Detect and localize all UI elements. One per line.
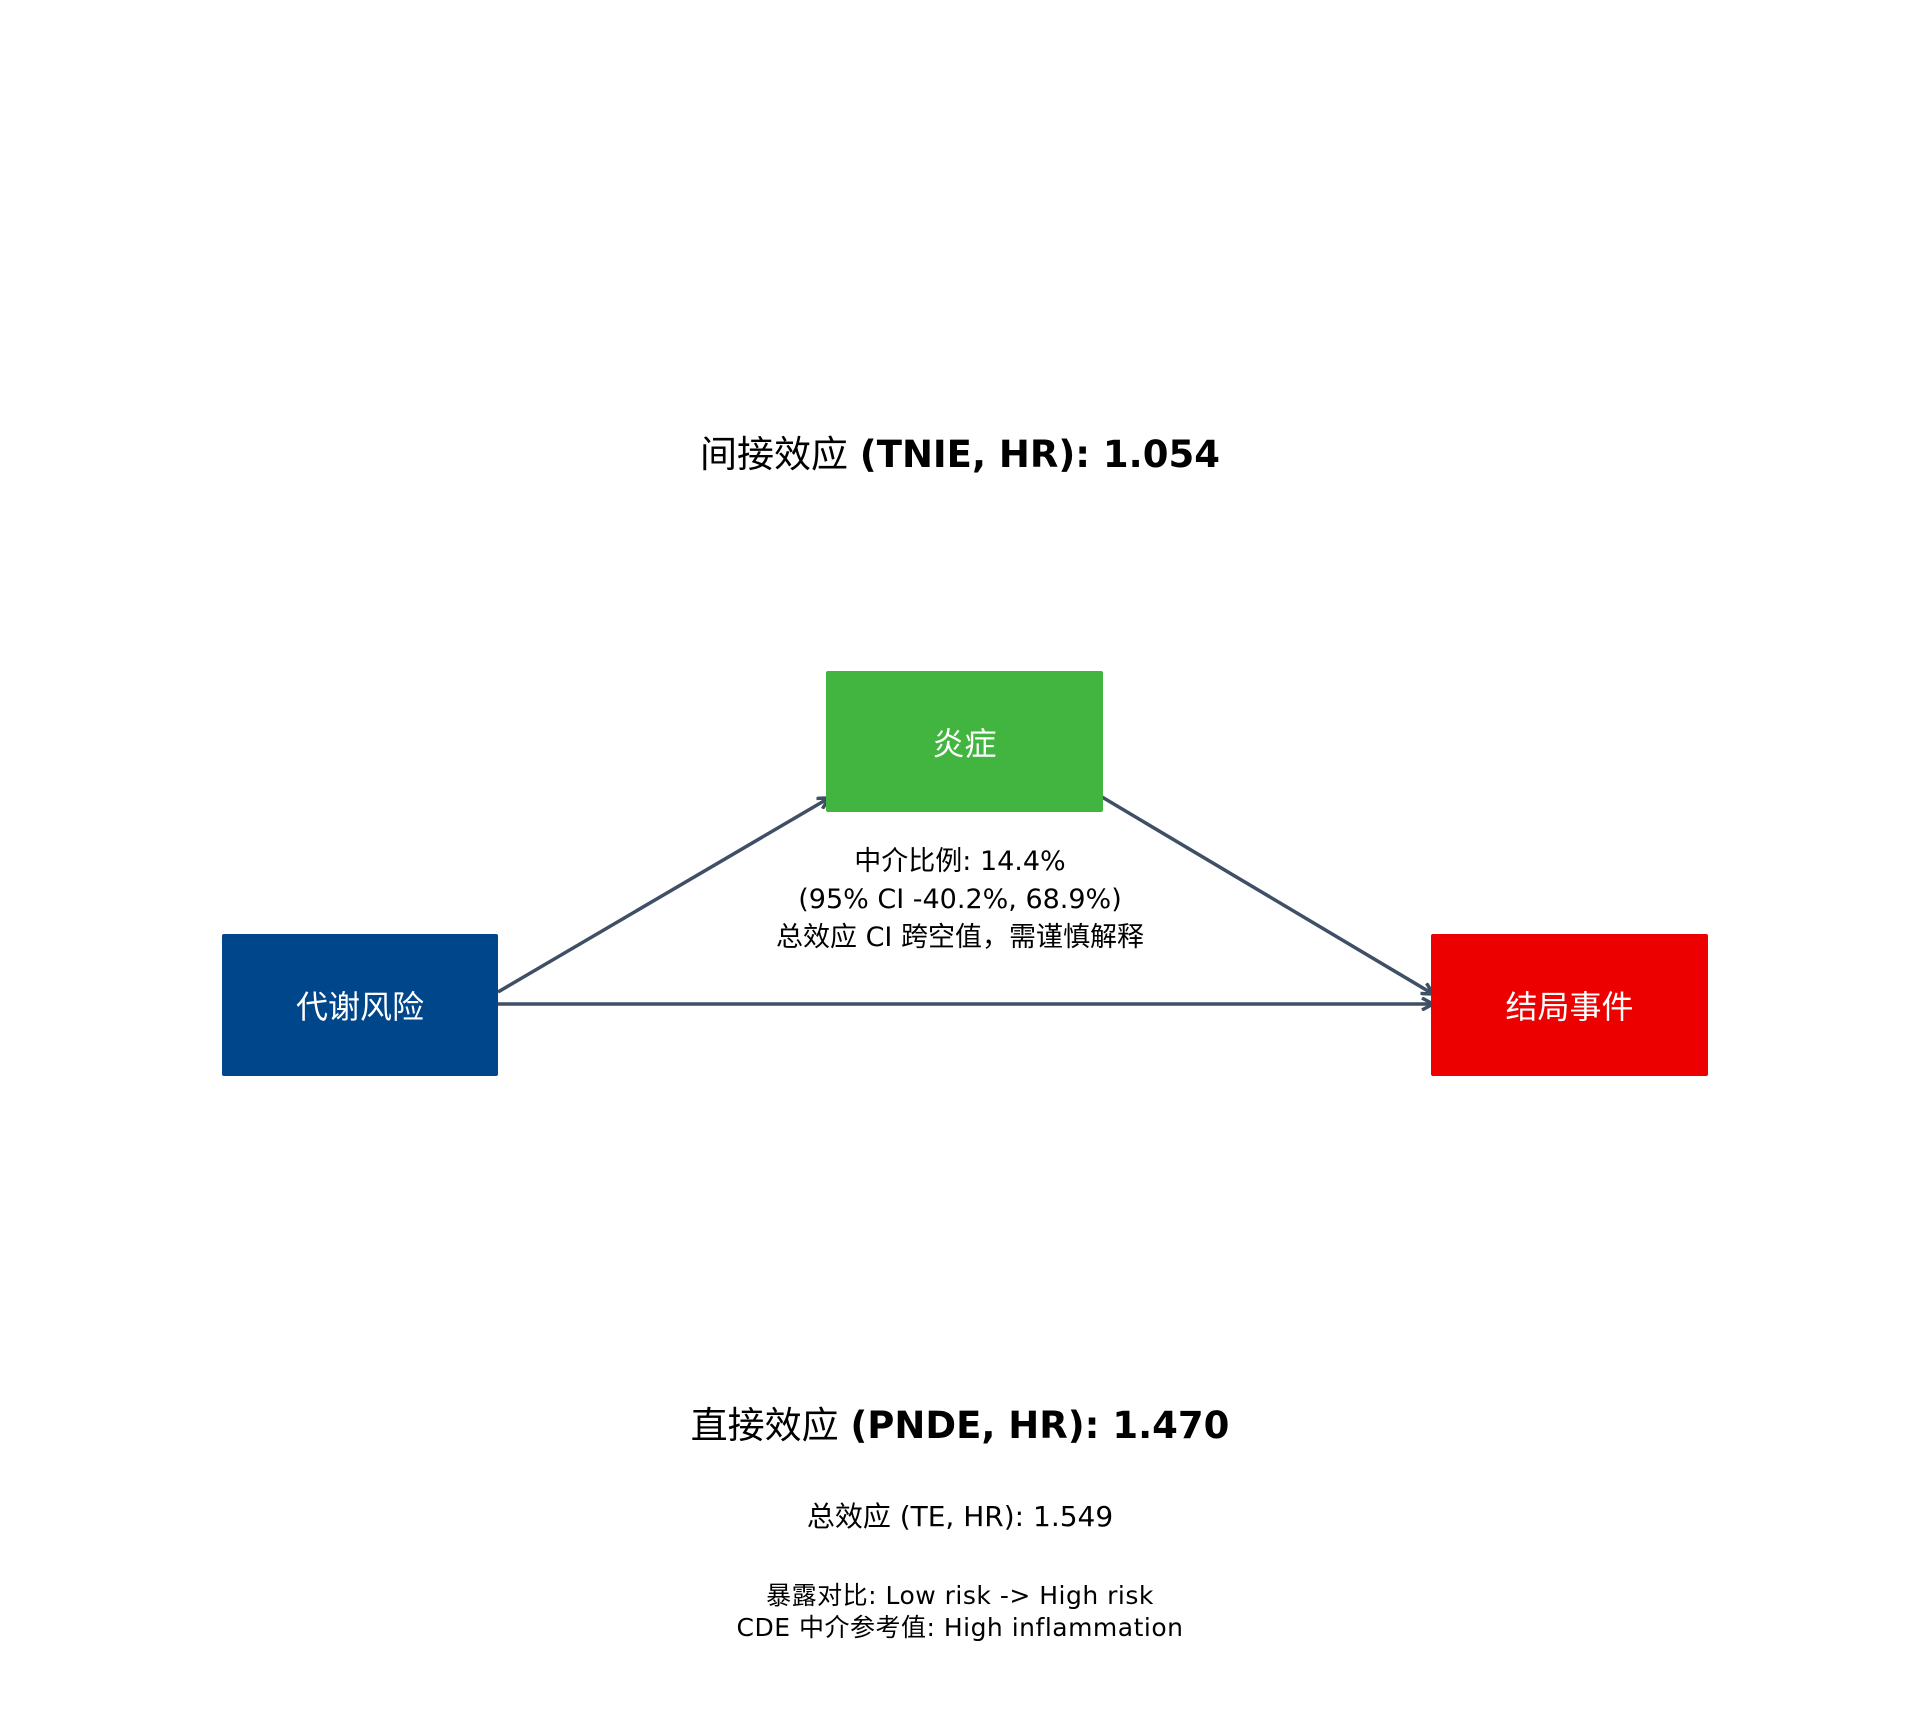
total-effect: 总效应 (TE, HR): 1.549 (806, 1500, 1114, 1533)
indirect-effect-value: (TNIE, HR): 1.054 (859, 433, 1220, 476)
mediator-node: 炎症 (826, 671, 1103, 812)
footer-notes: 暴露对比: Low risk -> High risk CDE 中介参考值: H… (0, 1580, 1920, 1644)
cde-reference: CDE 中介参考值: High inflammation (736, 1613, 1184, 1642)
mediator-label: 炎症 (932, 724, 997, 763)
direct-effect-label: 直接效应 (690, 1404, 851, 1447)
outcome-label: 结局事件 (1505, 988, 1634, 1026)
direct-effect-value: (PNDE, HR): 1.470 (850, 1404, 1230, 1447)
mediation-annotation: 中介比例: 14.4% (95% CI -40.2%, 68.9%) 总效应 C… (0, 843, 1920, 957)
exposure-node: 代谢风险 (222, 934, 498, 1076)
proportion-ci: (95% CI -40.2%, 68.9%) (798, 884, 1122, 915)
direct-effect-title: 直接效应 (PNDE, HR): 1.470 (0, 1395, 1920, 1449)
exposure-contrast: 暴露对比: Low risk -> High risk (766, 1581, 1154, 1610)
outcome-node: 结局事件 (1431, 934, 1708, 1076)
caution-note: 总效应 CI 跨空值，需谨慎解释 (776, 922, 1144, 953)
proportion-mediated: 中介比例: 14.4% (854, 846, 1066, 877)
indirect-effect-label: 间接效应 (700, 433, 860, 476)
arrow-mediator-to-outcome (1101, 795, 1433, 994)
indirect-effect-title: 间接效应 (TNIE, HR): 1.054 (0, 424, 1920, 478)
exposure-label: 代谢风险 (295, 988, 424, 1026)
arrow-exposure-to-mediator (497, 798, 829, 994)
